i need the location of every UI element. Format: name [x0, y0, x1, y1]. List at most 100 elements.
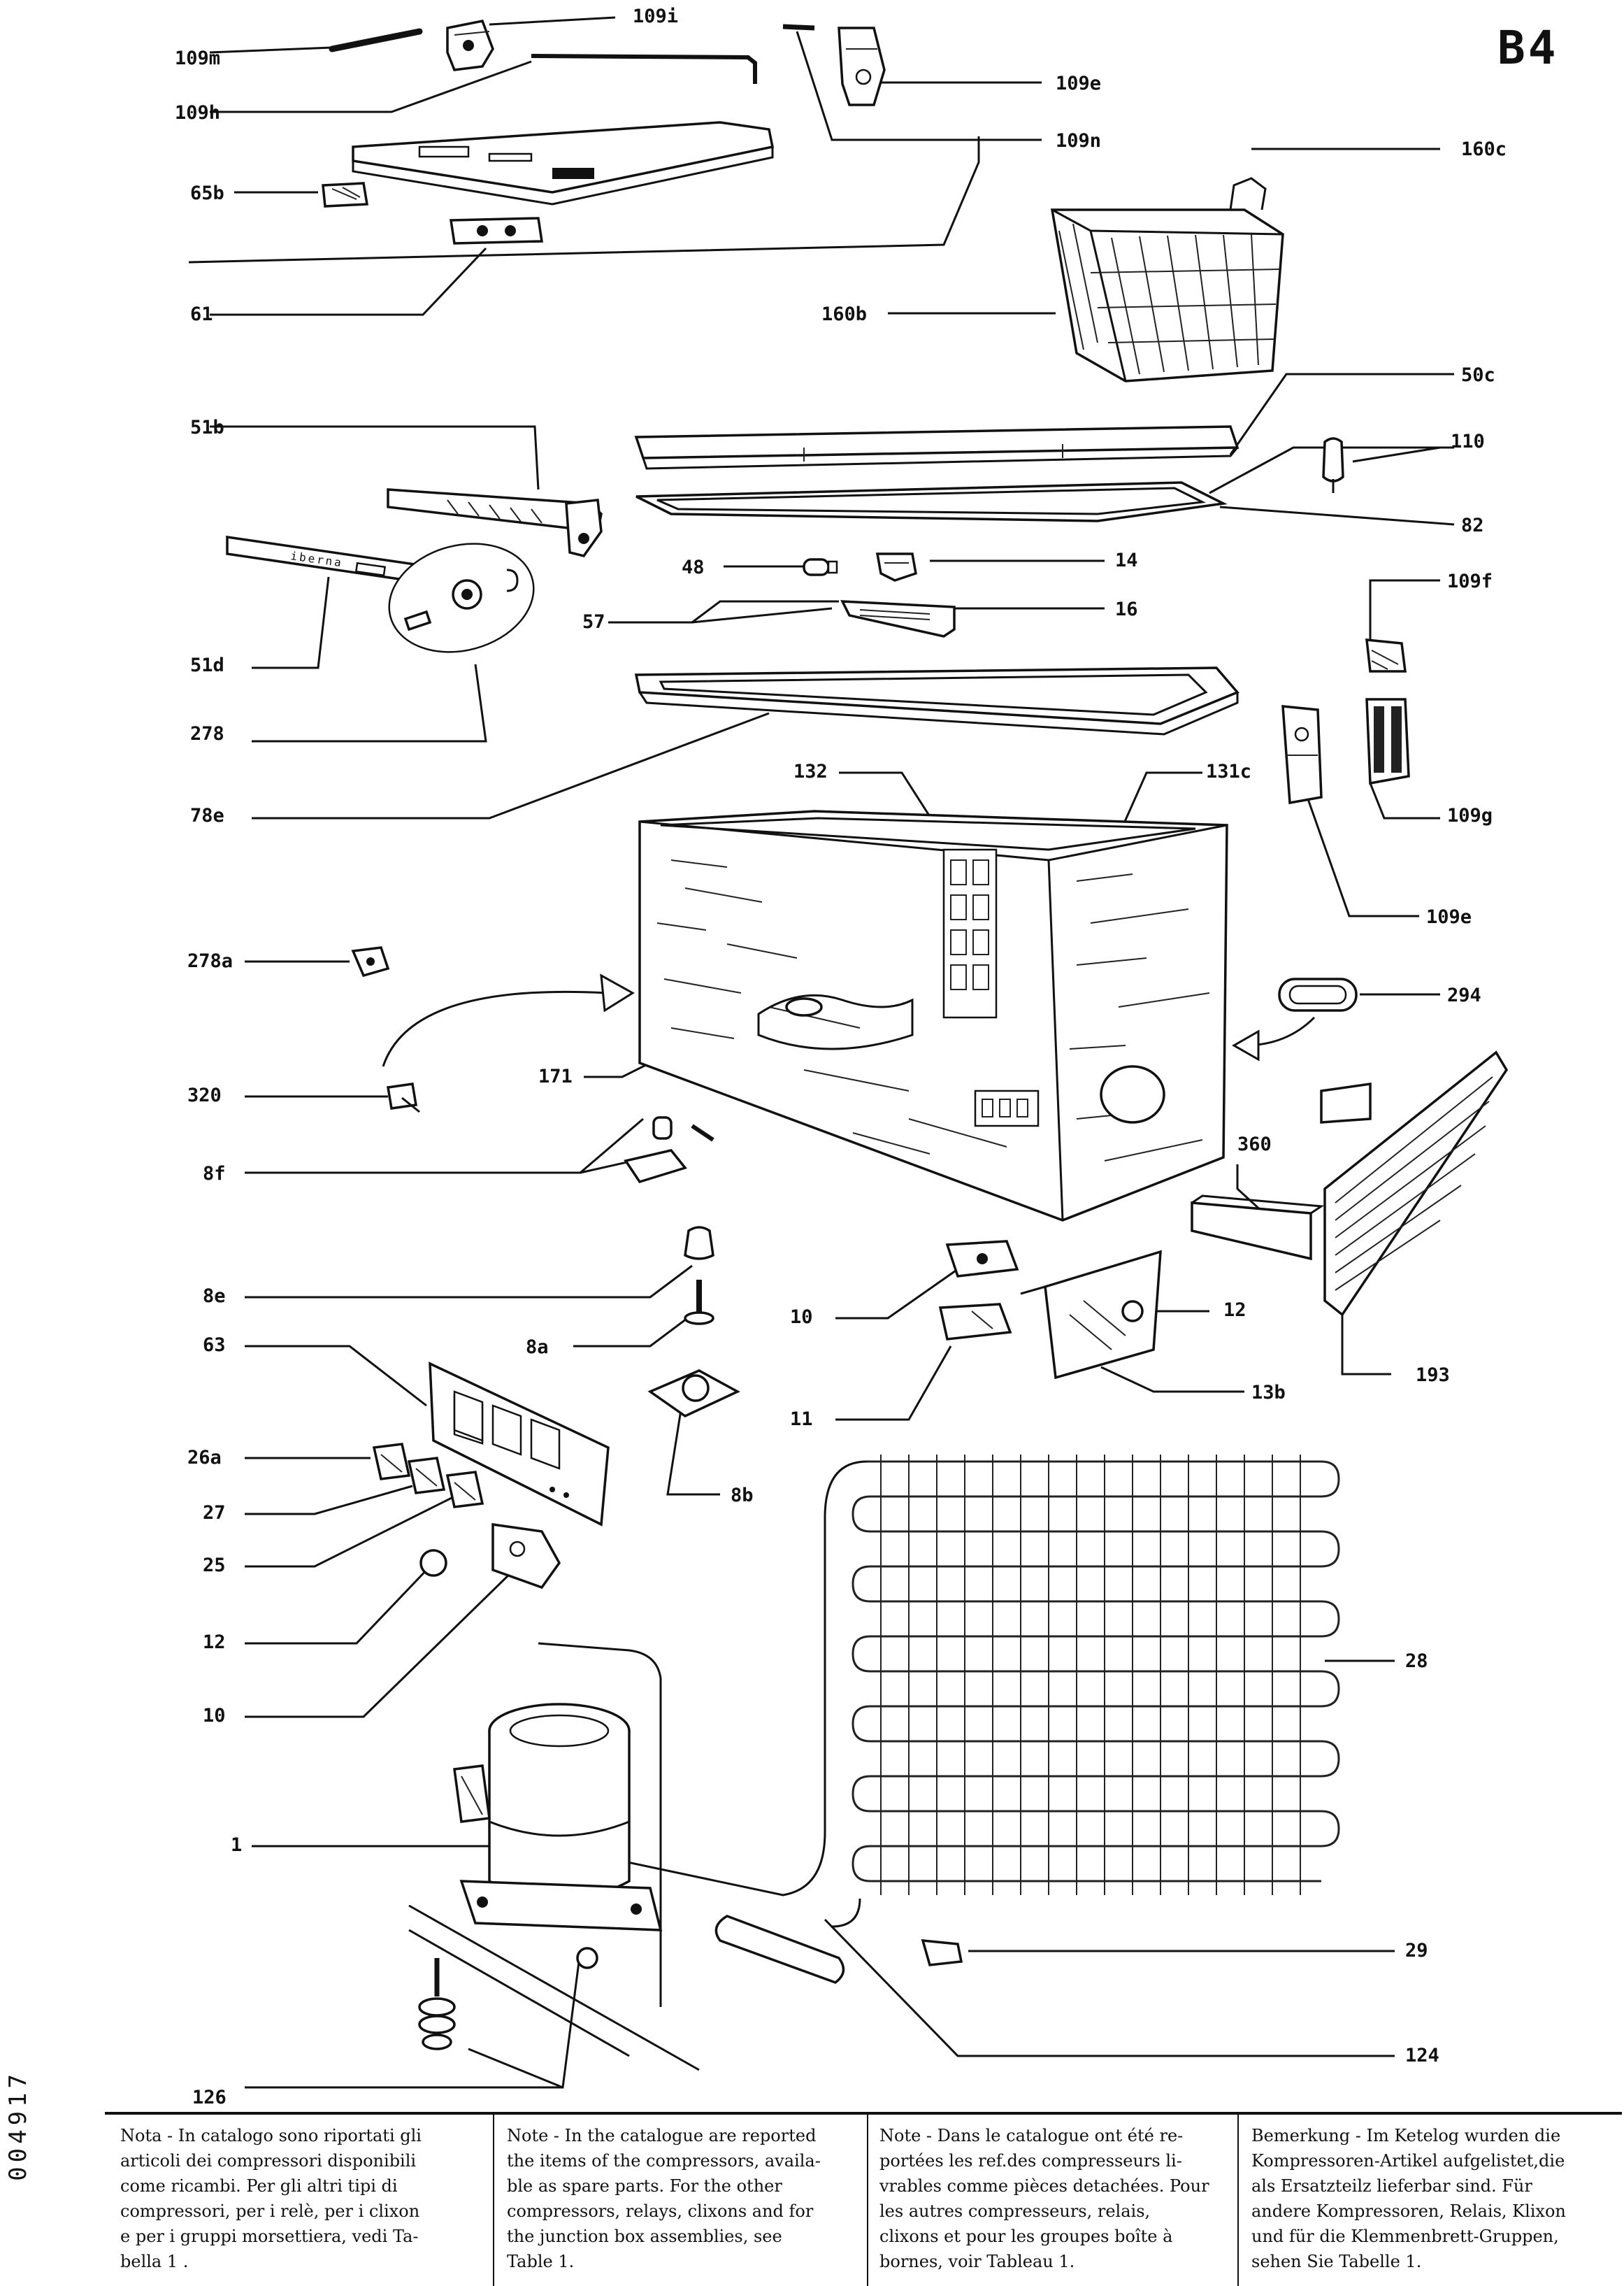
part-78e-liner-frame	[634, 666, 1239, 736]
part-27-switch	[407, 1457, 446, 1494]
label-14: 14	[1115, 550, 1138, 571]
label-294: 294	[1447, 985, 1481, 1006]
label-51d: 51d	[190, 655, 224, 676]
label-50c: 50c	[1461, 364, 1495, 386]
label-27: 27	[203, 1502, 226, 1524]
notes-divider-2	[867, 2115, 868, 2286]
label-109e-top: 109e	[1056, 73, 1101, 94]
label-109m: 109m	[175, 48, 220, 69]
page-code: B4	[1497, 21, 1559, 75]
part-cabinet	[638, 810, 1228, 1222]
label-63: 63	[203, 1334, 226, 1356]
part-51d-brand-plate: iberna	[226, 535, 421, 584]
label-61: 61	[190, 303, 213, 325]
label-110: 110	[1451, 431, 1485, 452]
label-109i: 109i	[633, 6, 678, 27]
notes-divider-1	[493, 2115, 494, 2286]
part-294-ring	[1278, 978, 1358, 1012]
part-25-switch	[445, 1471, 484, 1508]
part-278-lock-set	[388, 543, 535, 653]
note-it-line: e per i gruppi morsettiera, vedi Ta-	[120, 2227, 419, 2246]
label-10-b: 10	[203, 1705, 226, 1727]
note-en-line: Note - In the catalogue are reported	[507, 2126, 817, 2145]
label-171: 171	[538, 1066, 573, 1087]
note-de-line: Bemerkung - Im Ketelog wurden die	[1251, 2126, 1561, 2145]
label-48: 48	[682, 557, 705, 578]
label-12-a: 12	[1223, 1299, 1246, 1321]
note-fr-line: les autres compresseurs, relais,	[879, 2201, 1151, 2221]
part-360-bracket	[1191, 1082, 1372, 1261]
part-29-valve	[921, 1939, 963, 1966]
part-126-rubber-foot	[418, 1947, 598, 2050]
part-8a-screw-foot	[684, 1280, 714, 1325]
arrow-left-curved	[382, 973, 635, 1067]
label-160b: 160b	[821, 303, 867, 325]
note-en-line: Table 1.	[507, 2252, 575, 2271]
note-german: Bemerkung - Im Ketelog wurden die Kompre…	[1251, 2123, 1566, 2274]
part-109e-hinge-mid	[1281, 705, 1323, 805]
part-160-basket	[1050, 177, 1284, 383]
label-25: 25	[203, 1555, 226, 1576]
label-13b: 13b	[1251, 1382, 1286, 1403]
label-109g: 109g	[1447, 805, 1493, 827]
label-28: 28	[1405, 1650, 1428, 1672]
note-it-line: compressori, per i relè, per i clixon	[120, 2201, 420, 2221]
note-de-line: andere Kompressoren, Relais, Klixon	[1251, 2201, 1566, 2221]
part-12-knob	[419, 1549, 447, 1577]
part-82-gasket	[635, 481, 1228, 522]
label-29: 29	[1405, 1940, 1428, 1962]
label-16: 16	[1115, 599, 1138, 620]
part-8e-foot	[684, 1226, 714, 1260]
label-1: 1	[231, 1834, 242, 1856]
part-50c-lid-frame	[634, 425, 1239, 470]
label-10-a: 10	[790, 1306, 813, 1328]
part-65b-lens	[322, 182, 369, 208]
notes-footer: Nota - In catalogo sono riportati gli ar…	[105, 2112, 1622, 2286]
label-131c: 131c	[1206, 761, 1251, 783]
note-english: Note - In the catalogue are reported the…	[507, 2123, 821, 2274]
note-de-line: und für die Klemmenbrett-Gruppen,	[1251, 2227, 1559, 2246]
note-de-line: als Ersatzteilz lieferbar sind. Für	[1251, 2176, 1532, 2196]
label-124: 124	[1405, 2045, 1439, 2066]
part-labels: 109m 109i 109h 109e 109n 160c 65b 61 160…	[175, 6, 1507, 2108]
label-65b: 65b	[190, 183, 224, 204]
note-it-line: Nota - In catalogo sono riportati gli	[120, 2126, 422, 2145]
label-193: 193	[1416, 1364, 1450, 1386]
part-8b-base-foot	[647, 1369, 740, 1418]
note-french: Note - Dans le catalogue ont été re- por…	[879, 2123, 1209, 2274]
label-8a: 8a	[526, 1336, 549, 1358]
part-109h-rod	[531, 54, 757, 84]
part-109e-hinge-top	[838, 27, 886, 106]
part-10-relay	[945, 1240, 1019, 1278]
note-en-line: ble as spare parts. For the other	[507, 2176, 782, 2196]
label-109e-mid: 109e	[1426, 906, 1472, 928]
label-8b: 8b	[731, 1485, 754, 1506]
part-109i-hinge-block	[446, 19, 494, 71]
part-14-lamp-holder	[875, 552, 917, 582]
note-en-line: the items of the compressors, availa-	[507, 2151, 821, 2171]
part-51b-handle	[387, 488, 603, 557]
label-360: 360	[1237, 1134, 1272, 1155]
label-109f: 109f	[1447, 571, 1493, 592]
note-it-line: come ricambi. Per gli altri tipi di	[120, 2176, 398, 2196]
part-124-dryer-filter	[714, 1915, 845, 1984]
part-63-control-panel	[429, 1362, 610, 1527]
part-16-lamp-cover	[840, 600, 956, 638]
part-110-bulb	[1322, 437, 1344, 493]
part-1-compressor	[408, 1642, 700, 2071]
note-en-line: compressors, relays, clixons and for	[507, 2201, 814, 2221]
part-109n-pin	[782, 24, 815, 31]
part-193-back-condenser	[1323, 1050, 1509, 1317]
label-12-b: 12	[203, 1631, 226, 1653]
part-48-lamp	[803, 558, 838, 576]
label-8f: 8f	[203, 1163, 226, 1185]
arrow-right-curved	[1231, 1016, 1316, 1062]
note-de-line: sehen Sie Tabelle 1.	[1251, 2252, 1422, 2271]
label-51b: 51b	[190, 417, 224, 438]
label-109n: 109n	[1056, 130, 1101, 152]
part-28-condenser-coil	[601, 1455, 1340, 1928]
note-fr-line: Note - Dans le catalogue ont été re-	[879, 2126, 1184, 2145]
note-it-line: bella 1 .	[120, 2252, 189, 2271]
label-278: 278	[190, 723, 224, 745]
notes-divider-3	[1237, 2115, 1239, 2286]
